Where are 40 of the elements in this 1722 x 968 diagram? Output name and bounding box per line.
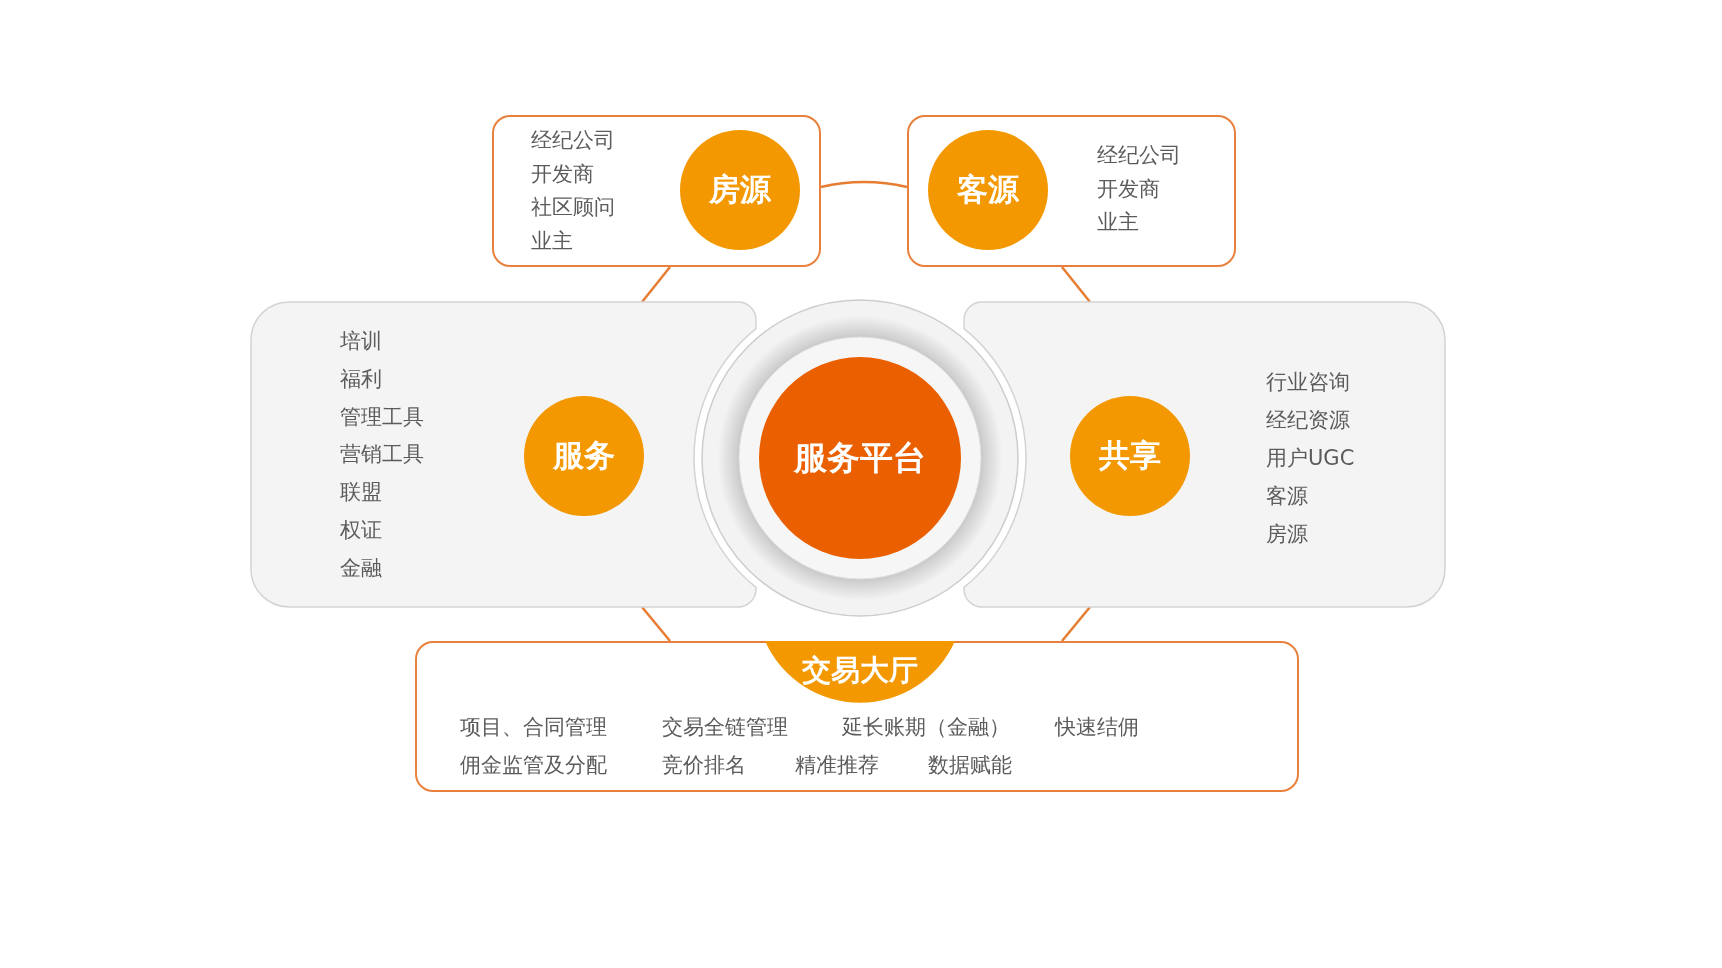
category-circle: 房源: [680, 130, 800, 250]
connector-line: [1061, 606, 1091, 642]
feature-item: 佣金监管及分配: [460, 752, 607, 779]
list-item: 用户UGC: [1266, 445, 1355, 472]
list-item: 房源: [1266, 521, 1308, 548]
list-item: 福利: [340, 365, 382, 393]
feature-item: 项目、合同管理: [460, 714, 607, 741]
feature-card: [415, 641, 1299, 792]
list-item: 业主: [1097, 209, 1139, 237]
list-item: 行业咨询: [1266, 369, 1350, 396]
list-item: 开发商: [531, 160, 594, 188]
category-panel: [251, 302, 756, 607]
list-item: 开发商: [1097, 175, 1160, 203]
list-item: 金融: [340, 554, 382, 582]
category-panel: [964, 302, 1445, 607]
feature-item: 快速结佣: [1055, 714, 1139, 741]
feature-item: 交易全链管理: [662, 714, 788, 741]
connector-line: [641, 266, 671, 303]
category-card: [907, 115, 1236, 267]
category-card: [492, 115, 821, 267]
list-item: 联盟: [340, 479, 382, 507]
list-item: 权证: [340, 517, 382, 544]
list-item: 客源: [1266, 483, 1308, 510]
connector-line: [1061, 266, 1091, 303]
feature-item: 精准推荐: [795, 752, 879, 779]
list-item: 业主: [531, 227, 573, 255]
connector-line: [820, 180, 908, 189]
list-item: 经纪公司: [1097, 142, 1181, 169]
list-item: 培训: [340, 328, 382, 355]
list-item: 经纪资源: [1266, 407, 1350, 434]
feature-item: 数据赋能: [928, 752, 1012, 779]
list-item: 经纪公司: [531, 127, 615, 154]
feature-item: 竞价排名: [662, 752, 746, 779]
list-item: 管理工具: [340, 403, 424, 431]
hall-header: 交易大厅: [765, 641, 955, 703]
category-circle: 客源: [928, 130, 1048, 250]
feature-item: 延长账期（金融）: [842, 714, 1010, 741]
list-item: 社区顾问: [531, 194, 615, 222]
list-item: 营销工具: [340, 441, 424, 469]
connector-line: [641, 606, 671, 642]
